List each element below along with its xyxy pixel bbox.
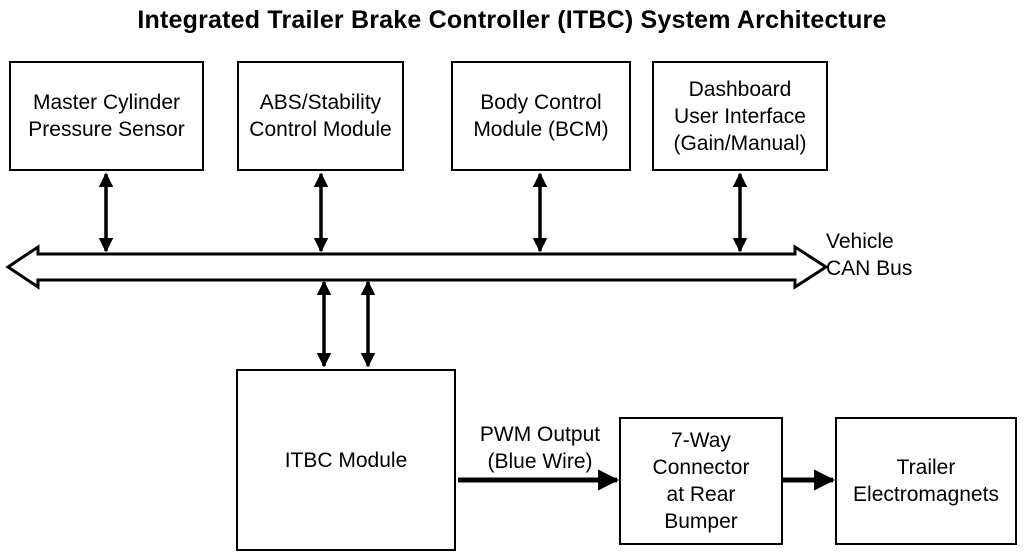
itbc-node: ITBC Module (236, 369, 456, 551)
can-bus-arrow (5, 244, 829, 290)
electromagnets-label: Trailer Electromagnets (853, 456, 999, 506)
electromagnets-node: Trailer Electromagnets (835, 417, 1017, 545)
bcm-label: Body Control Module (BCM) (473, 91, 609, 141)
bcm-node: Body Control Module (BCM) (451, 61, 631, 171)
dashboard-node: Dashboard User Interface (Gain/Manual) (652, 61, 828, 171)
abs-module-node: ABS/Stability Control Module (237, 61, 404, 171)
connector-node: 7-Way Connector at Rear Bumper (619, 417, 783, 545)
master-cylinder-node: Master Cylinder Pressure Sensor (9, 61, 204, 171)
can-bus-label: Vehicle CAN Bus (826, 230, 913, 280)
diagram-title: Integrated Trailer Brake Controller (ITB… (137, 6, 887, 34)
master-cylinder-label: Master Cylinder Pressure Sensor (28, 91, 185, 141)
dashboard-label: Dashboard User Interface (Gain/Manual) (673, 77, 807, 155)
abs-module-label: ABS/Stability Control Module (249, 91, 392, 141)
connector-label: 7-Way Connector at Rear Bumper (652, 429, 750, 533)
itbc-label: ITBC Module (284, 448, 408, 472)
pwm-output-label: PWM Output (Blue Wire) (479, 423, 601, 473)
